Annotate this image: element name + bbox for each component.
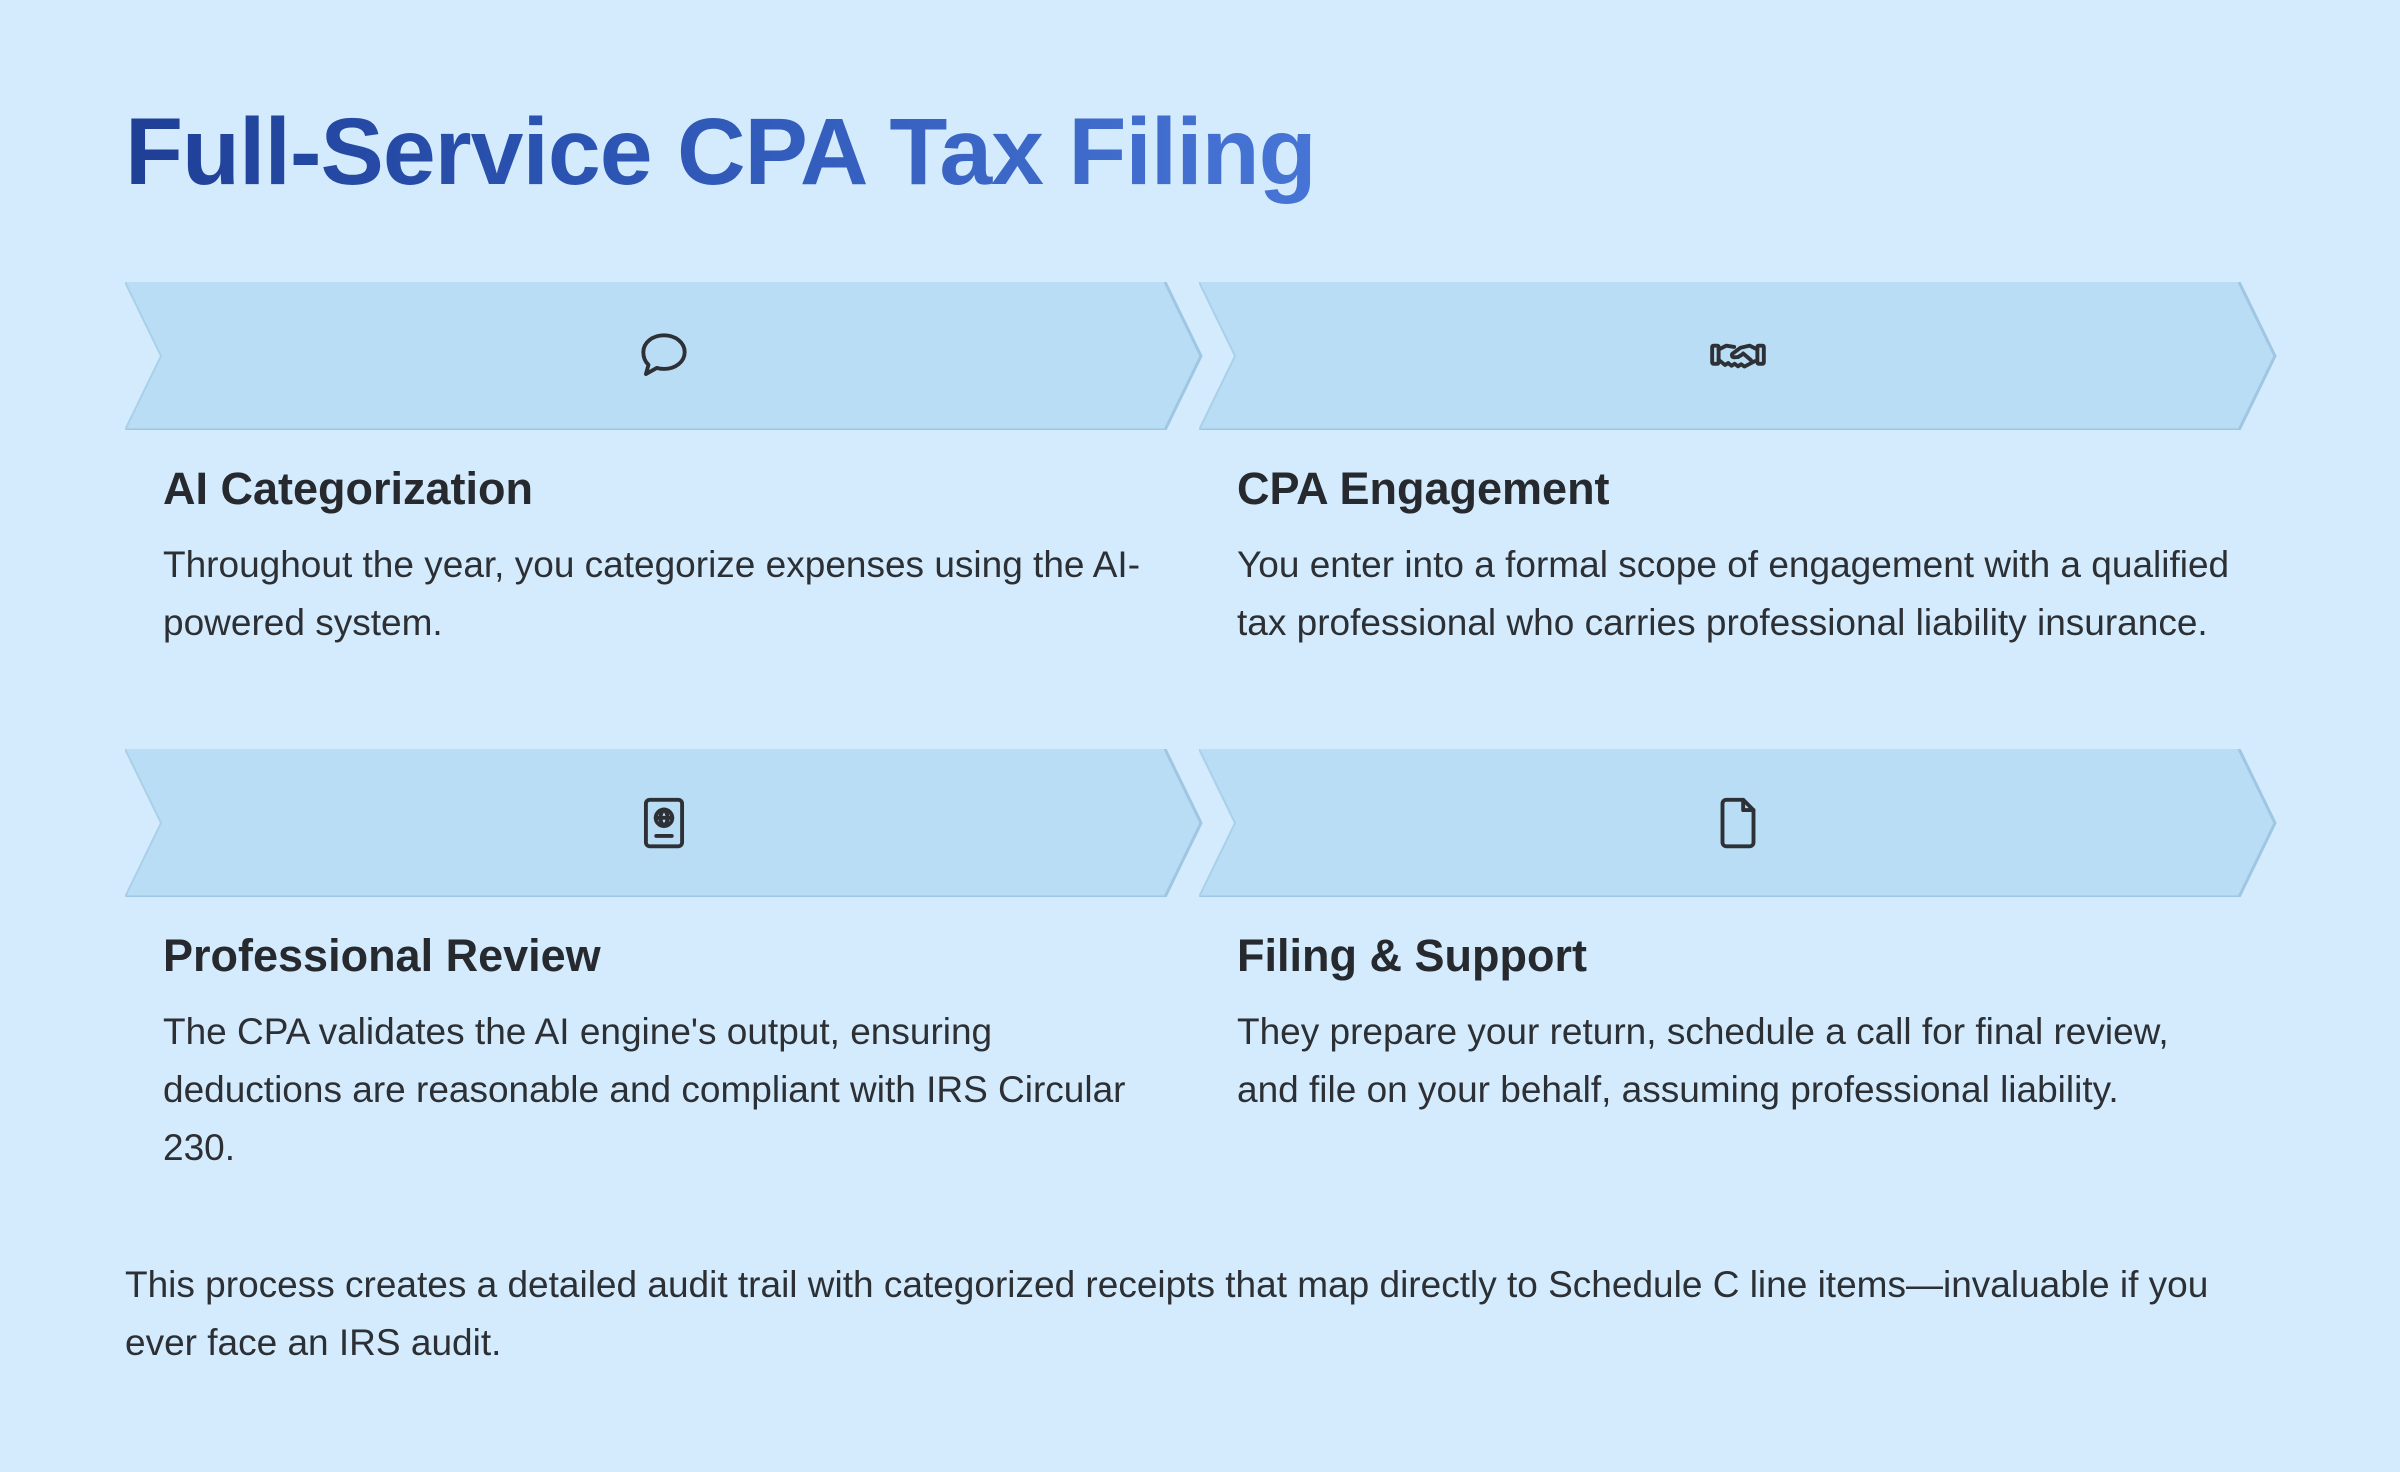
step-title: Professional Review	[163, 930, 601, 981]
document-icon	[1707, 792, 1769, 854]
step-description: Throughout the year, you categorize expe…	[163, 544, 1141, 643]
step-description: The CPA validates the AI engine's output…	[163, 1011, 1126, 1168]
step-description: You enter into a formal scope of engagem…	[1237, 544, 2230, 643]
step-title: Filing & Support	[1237, 930, 1587, 981]
step-chevron-banner	[125, 282, 1203, 430]
footer-note: This process creates a detailed audit tr…	[125, 1264, 2209, 1363]
step-title: AI Categorization	[163, 463, 534, 514]
step-description: They prepare your return, schedule a cal…	[1237, 1011, 2169, 1110]
passport-icon	[633, 792, 695, 854]
speech-bubble-icon	[633, 325, 695, 387]
step-title: CPA Engagement	[1237, 463, 1610, 514]
step-chevron-banner	[1199, 749, 2277, 897]
page-title: Full-Service CPA Tax Filing	[125, 99, 1317, 205]
handshake-icon	[1707, 325, 1769, 387]
